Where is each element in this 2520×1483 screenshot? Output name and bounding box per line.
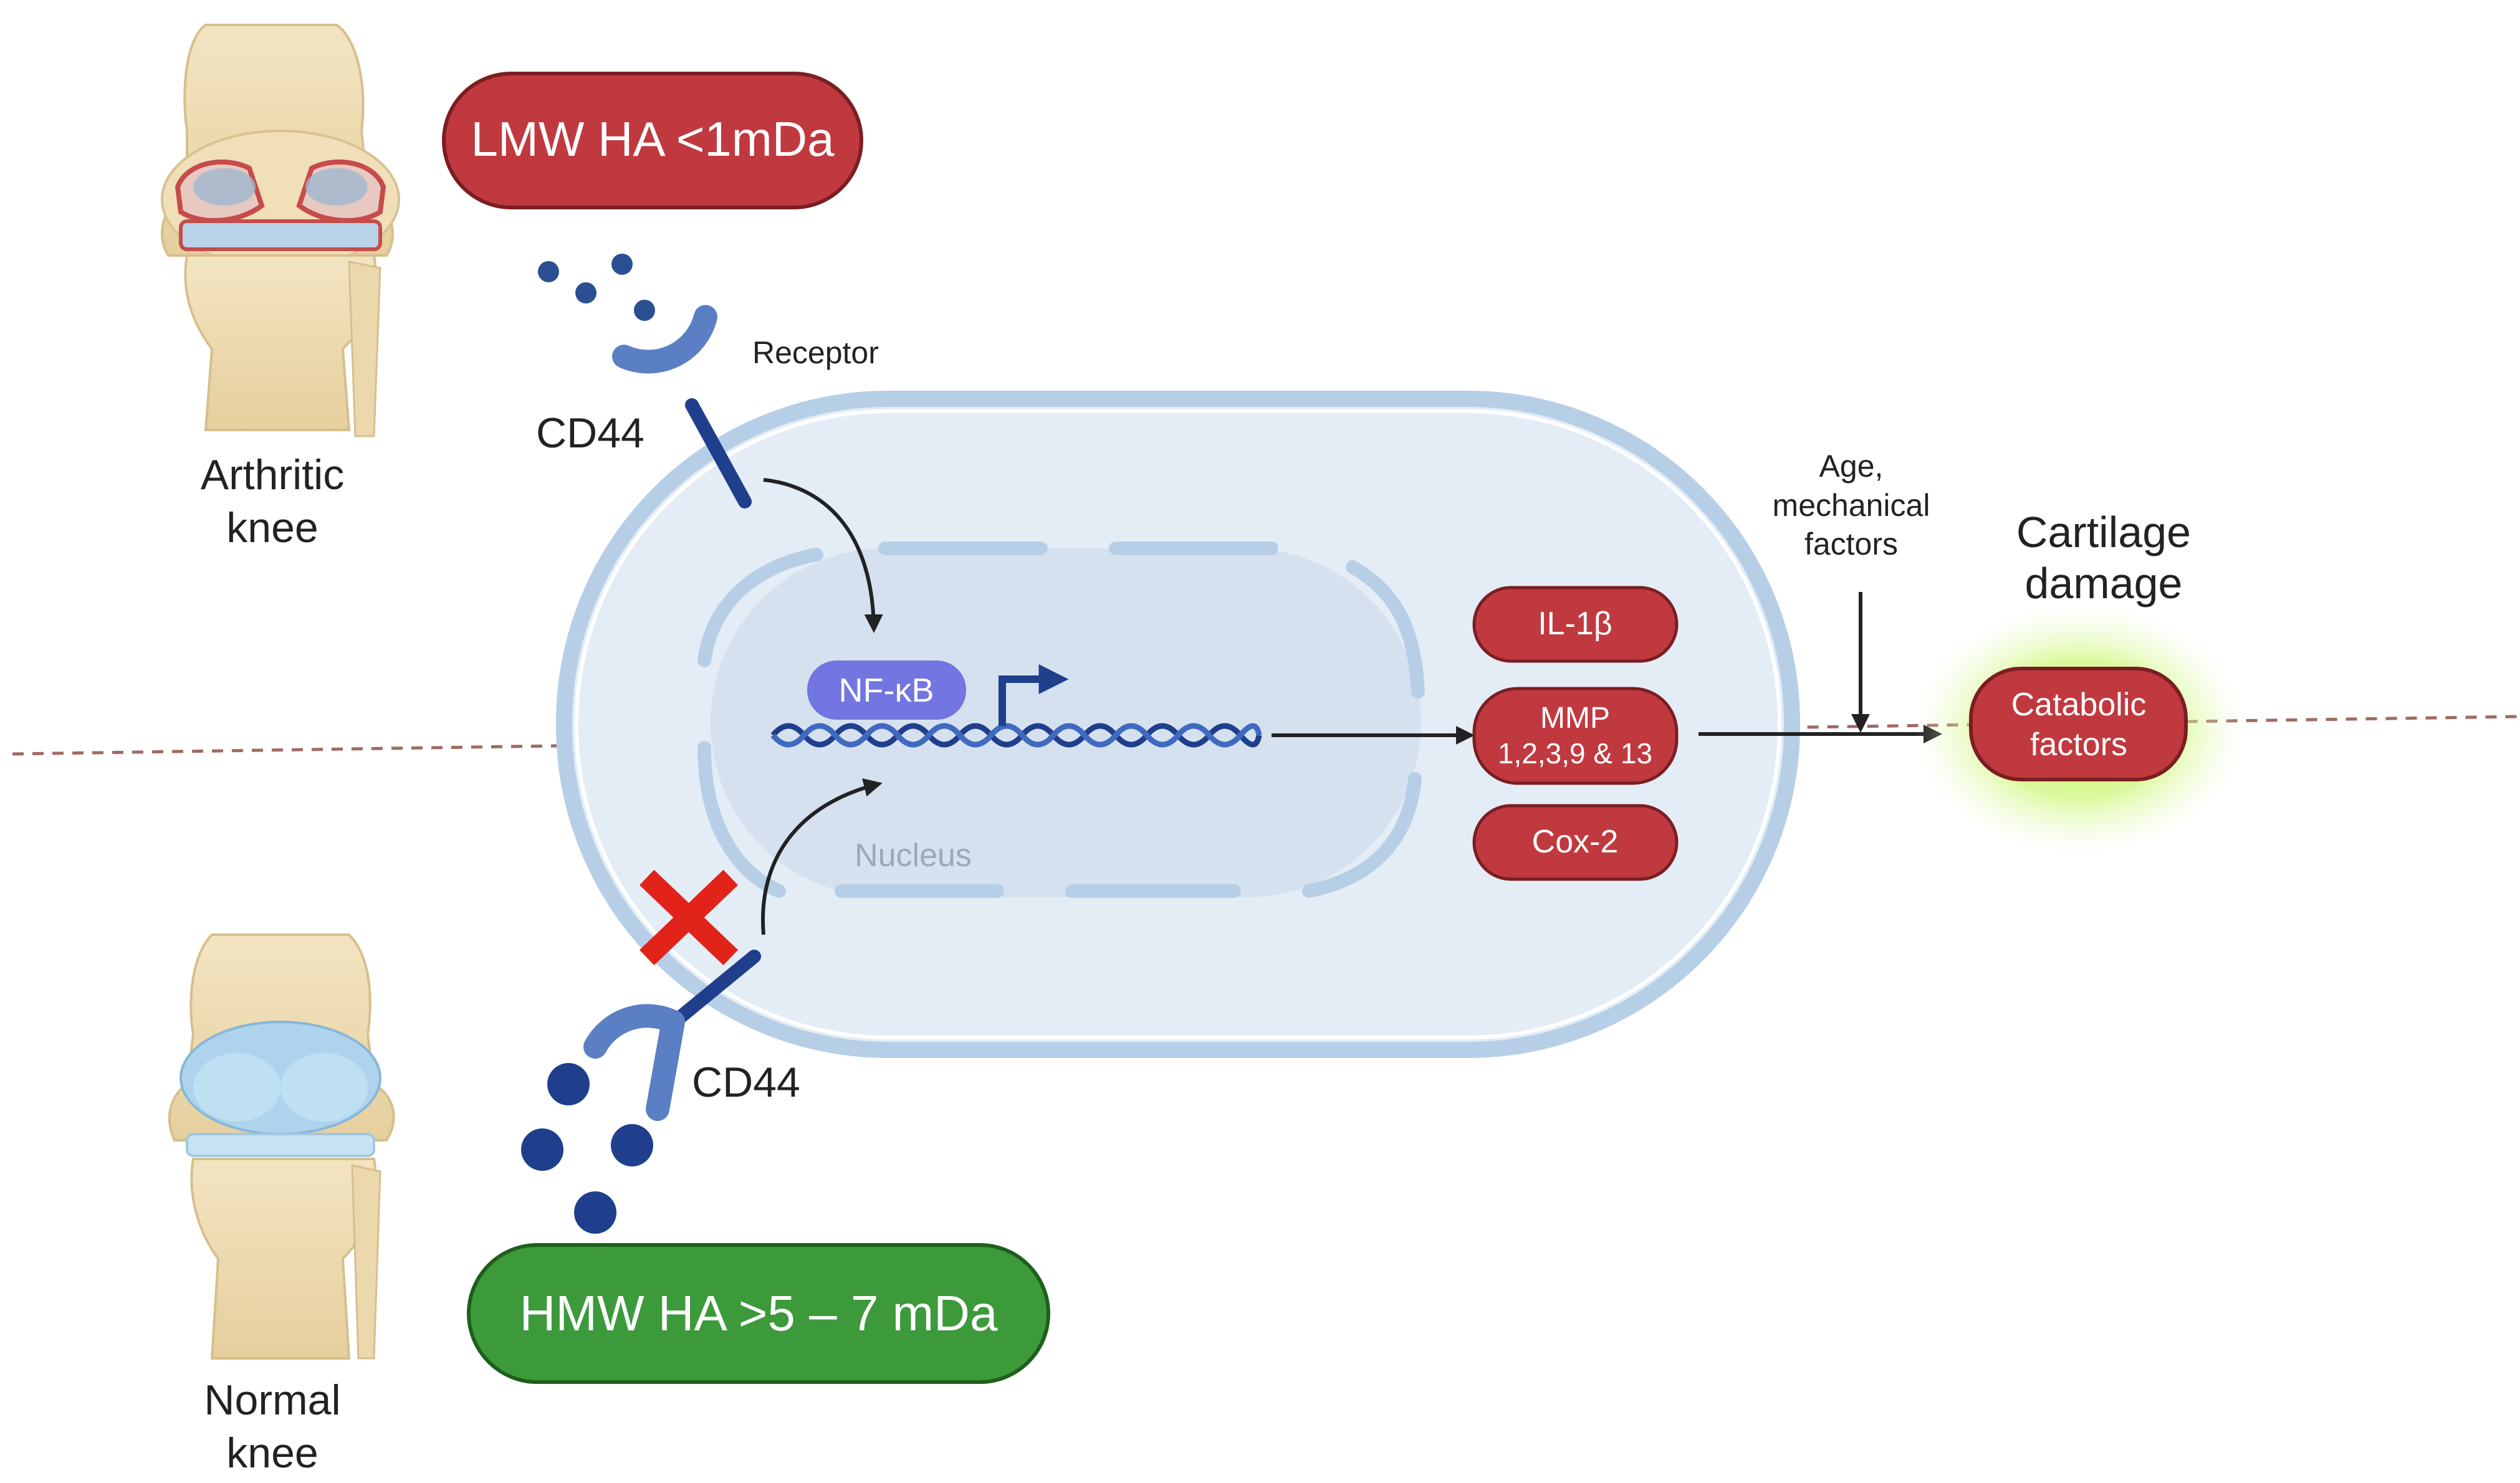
lmw-ha-label: LMW HA <1mDa xyxy=(471,112,835,166)
catabolic-factors-line1: Catabolic xyxy=(2011,687,2147,723)
blocked-signal-arrow xyxy=(761,778,883,935)
arthritic-knee-illustration xyxy=(161,24,400,437)
catabolic-factors-line2: factors xyxy=(2030,727,2127,763)
lmw-ha-box xyxy=(442,72,863,209)
cd44-bottom-label: CD44 xyxy=(692,1059,800,1106)
arthritic-knee-label-line2: knee xyxy=(226,504,318,551)
cd44-top-label: CD44 xyxy=(536,409,644,457)
nfkb-box xyxy=(807,660,966,720)
normal-knee-label-line2: knee xyxy=(226,1429,318,1477)
block-x-icon xyxy=(639,869,739,966)
nucleus xyxy=(711,548,1421,897)
cartilage-damage-title-line1: Cartilage xyxy=(2016,508,2191,556)
nfkb-label: NF-κB xyxy=(839,672,934,709)
factors-label-line3: factors xyxy=(1804,527,1898,561)
lmw-ha-dot xyxy=(575,282,596,303)
hmw-ha-bead xyxy=(547,1063,590,1105)
cox2-box xyxy=(1472,804,1679,881)
mmp-label-line2: 1,2,3,9 & 13 xyxy=(1498,737,1652,770)
cell-membrane-inner xyxy=(575,409,1781,1039)
hmw-ha-bead xyxy=(521,1128,563,1171)
cd44-receptor-top xyxy=(612,305,752,508)
normal-knee-label-line1: Normal xyxy=(204,1376,340,1424)
hmw-ha-beads xyxy=(521,1063,653,1234)
nuclear-envelope xyxy=(697,541,1425,898)
cd44-receptor-bottom xyxy=(583,950,761,1121)
activation-arrow xyxy=(763,478,883,633)
transcription-start-arrow xyxy=(999,664,1069,726)
cartilage-damage-title-line2: damage xyxy=(2025,559,2183,608)
lmw-ha-dot xyxy=(634,300,655,321)
factors-label-line2: mechanical xyxy=(1773,488,1930,523)
mmp-label-line1: MMP xyxy=(1540,702,1610,735)
dna-helix xyxy=(770,723,1262,748)
il1b-box xyxy=(1472,586,1679,663)
nucleus-label: Nucleus xyxy=(855,837,972,874)
hmw-ha-box xyxy=(467,1243,1050,1384)
normal-knee-illustration xyxy=(168,933,395,1360)
il1b-label: IL-1β xyxy=(1538,606,1612,642)
hmw-ha-label: HMW HA >5 – 7 mDa xyxy=(520,1285,998,1341)
receptor-label: Receptor xyxy=(752,335,879,370)
arthritic-knee-label-line1: Arthritic xyxy=(201,451,344,498)
lmw-ha-dot xyxy=(538,261,559,282)
cox2-label: Cox-2 xyxy=(1532,824,1619,860)
lmw-ha-dot xyxy=(611,254,633,275)
catabolic-factors-box xyxy=(1969,667,2188,781)
hmw-ha-bead xyxy=(611,1124,653,1166)
mmp-box xyxy=(1472,687,1679,785)
lmw-ha-fragments xyxy=(538,254,655,321)
hmw-ha-bead xyxy=(574,1191,616,1234)
factors-label-line1: Age, xyxy=(1819,449,1884,484)
